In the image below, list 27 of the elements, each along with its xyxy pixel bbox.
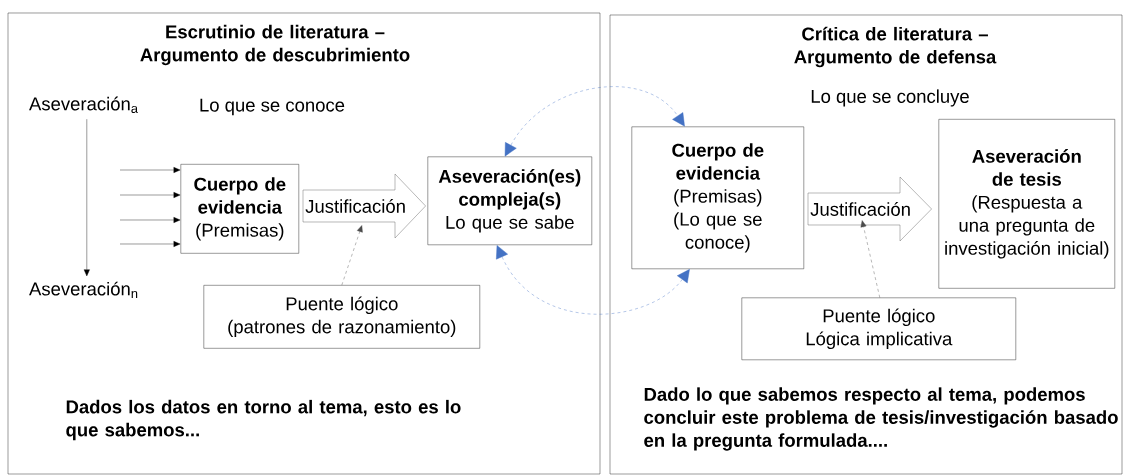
summary-text: Dado lo que sabemos respecto al tema, podemos concluir este problema de tesis/investigación basado en la pregunta formulada....	[644, 387, 1118, 451]
edge-label: Justificación	[810, 202, 910, 216]
arrow	[119, 192, 181, 198]
arrow	[83, 118, 90, 277]
heading-label: Lo que se conoce	[200, 98, 345, 116]
summary-text: Dados los datos en torno al tema, esto es lo que sabemos...	[66, 399, 461, 441]
arrow	[119, 167, 181, 173]
panel-title: Escrutinio de literatura –Argumento de descubrimiento	[140, 24, 410, 66]
text-box: Aseveración de tesis (Respuesta a una pregunta de investigación inicial)	[938, 119, 1115, 289]
heading-label: Lo que se concluye	[811, 89, 969, 107]
claim-label: Aseveración$_{a}$	[29, 96, 138, 113]
text-box: Cuerpo de evidencia (Premisas) (Lo que se conoce)	[631, 126, 804, 269]
arrow	[504, 86, 685, 157]
arrow	[341, 225, 363, 286]
text-box: Aseveración(es) compleja(s) Lo que se sabe	[427, 156, 592, 245]
text-box: Puente lógico (patrones de razonamiento)	[203, 285, 480, 349]
panel-title: Crítica de literatura –Argumento de defensa	[794, 26, 997, 68]
claim-label: Aseveración$_{n}$	[29, 281, 138, 298]
arrow	[860, 220, 880, 298]
text-box: Cuerpo de evidencia (Premisas)	[180, 164, 299, 254]
block-arrow	[807, 176, 932, 242]
arrow	[496, 245, 690, 315]
arrow	[119, 217, 181, 223]
block-arrow	[302, 173, 426, 239]
edge-label: Justificación	[305, 199, 405, 213]
text-box: Puente lógico Lógica implicativa	[741, 297, 1016, 360]
arrow	[119, 241, 181, 247]
